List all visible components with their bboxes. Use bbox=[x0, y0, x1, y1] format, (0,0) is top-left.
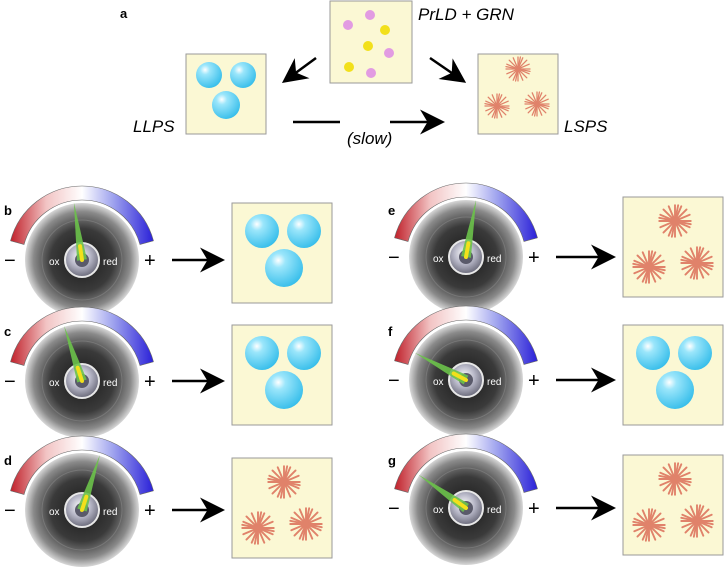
panel-g: g ox red − + bbox=[388, 433, 724, 565]
droplet bbox=[678, 336, 712, 370]
minus-sign: − bbox=[388, 370, 400, 392]
dial-ring bbox=[425, 467, 507, 549]
panel-label-c: c bbox=[4, 324, 11, 339]
droplet bbox=[287, 214, 321, 248]
droplet bbox=[245, 214, 279, 248]
droplet bbox=[265, 249, 303, 287]
droplet bbox=[265, 371, 303, 409]
dial-pointer bbox=[464, 241, 471, 259]
dial-ring bbox=[41, 469, 123, 551]
dial-ring bbox=[41, 219, 123, 301]
llps-droplets bbox=[196, 62, 256, 119]
red-label: red bbox=[103, 378, 117, 389]
ox-label: ox bbox=[49, 257, 60, 268]
prld-grn-label: PrLD + GRN bbox=[418, 5, 515, 24]
panel-f: f ox red − + bbox=[388, 305, 724, 437]
fibril-cluster bbox=[632, 508, 666, 542]
red-label: red bbox=[103, 507, 117, 518]
dial-ring bbox=[425, 216, 507, 298]
red-label: red bbox=[487, 505, 501, 516]
droplets bbox=[245, 214, 321, 287]
redox-gauge-arc bbox=[394, 433, 538, 493]
minus-sign: − bbox=[4, 371, 16, 393]
minus-sign: − bbox=[4, 500, 16, 522]
plus-sign: + bbox=[144, 500, 156, 522]
panel-label-g: g bbox=[388, 453, 396, 468]
lsps-label: LSPS bbox=[564, 117, 608, 136]
minus-sign: − bbox=[388, 498, 400, 520]
plus-sign: + bbox=[528, 370, 540, 392]
redox-gauge-arc bbox=[10, 435, 154, 495]
fibril-cluster bbox=[289, 507, 323, 541]
panel-label-e: e bbox=[388, 203, 395, 218]
ox-label: ox bbox=[433, 377, 444, 388]
redox-gauge-arc bbox=[10, 306, 154, 366]
fibril-cluster bbox=[632, 250, 666, 284]
plus-sign: + bbox=[528, 498, 540, 520]
redox-gauge-arc bbox=[394, 305, 538, 365]
droplet bbox=[287, 336, 321, 370]
llps-label: LLPS bbox=[133, 117, 175, 136]
minus-sign: − bbox=[388, 247, 400, 269]
minus-sign: − bbox=[4, 250, 16, 272]
arrow-to-llps bbox=[281, 56, 317, 83]
outcome-box bbox=[622, 196, 724, 298]
redox-panels: b ox red − + c ox red − + d ox red − + e ox red − + f ox red − +… bbox=[4, 182, 724, 567]
fibril-cluster bbox=[680, 504, 714, 538]
fibril-cluster bbox=[658, 204, 692, 238]
plus-sign: + bbox=[144, 250, 156, 272]
dial-pointer bbox=[80, 494, 89, 512]
red-label: red bbox=[103, 257, 117, 268]
dial-pointer bbox=[75, 365, 84, 383]
panel-c: c ox red − + bbox=[4, 306, 333, 438]
fibril-cluster bbox=[241, 511, 275, 545]
redox-gauge-arc bbox=[10, 185, 154, 245]
panel-label-f: f bbox=[388, 324, 393, 339]
fibril-cluster bbox=[680, 246, 714, 280]
monomer-dots bbox=[343, 10, 394, 78]
droplet bbox=[245, 336, 279, 370]
droplet bbox=[656, 371, 694, 409]
dial-needle bbox=[414, 352, 469, 385]
droplets bbox=[636, 336, 712, 409]
arrow-to-lsps bbox=[429, 56, 467, 83]
droplet bbox=[636, 336, 670, 370]
dial-pointer bbox=[451, 371, 468, 382]
dial-needle bbox=[77, 454, 100, 512]
dial-pointer bbox=[452, 497, 468, 510]
dial-ring bbox=[425, 339, 507, 421]
panel-a: a PrLD + GRN LLPS bbox=[120, 0, 608, 148]
panel-e: e ox red − + bbox=[388, 182, 724, 314]
outcome-box bbox=[231, 457, 333, 559]
panel-label-b: b bbox=[4, 203, 12, 218]
dial-pointer bbox=[78, 244, 84, 262]
dial-needle bbox=[64, 325, 87, 383]
ox-label: ox bbox=[433, 505, 444, 516]
dial-needle bbox=[73, 202, 87, 261]
red-label: red bbox=[487, 377, 501, 388]
ox-label: ox bbox=[433, 254, 444, 265]
panel-b: b ox red − + bbox=[4, 185, 333, 317]
slow-label: (slow) bbox=[347, 129, 392, 148]
fibril-cluster bbox=[267, 465, 301, 499]
redox-gauge-arc bbox=[394, 182, 538, 242]
plus-sign: + bbox=[528, 247, 540, 269]
ox-label: ox bbox=[49, 507, 60, 518]
fibril-cluster bbox=[658, 462, 692, 496]
droplets bbox=[245, 336, 321, 409]
dial-needle bbox=[461, 199, 477, 258]
panel-label-a: a bbox=[120, 6, 128, 21]
panel-d: d ox red − + bbox=[4, 435, 333, 567]
dial-ring bbox=[41, 340, 123, 422]
plus-sign: + bbox=[144, 371, 156, 393]
red-label: red bbox=[487, 254, 501, 265]
ox-label: ox bbox=[49, 378, 60, 389]
outcome-box bbox=[622, 454, 724, 556]
panel-label-d: d bbox=[4, 453, 12, 468]
